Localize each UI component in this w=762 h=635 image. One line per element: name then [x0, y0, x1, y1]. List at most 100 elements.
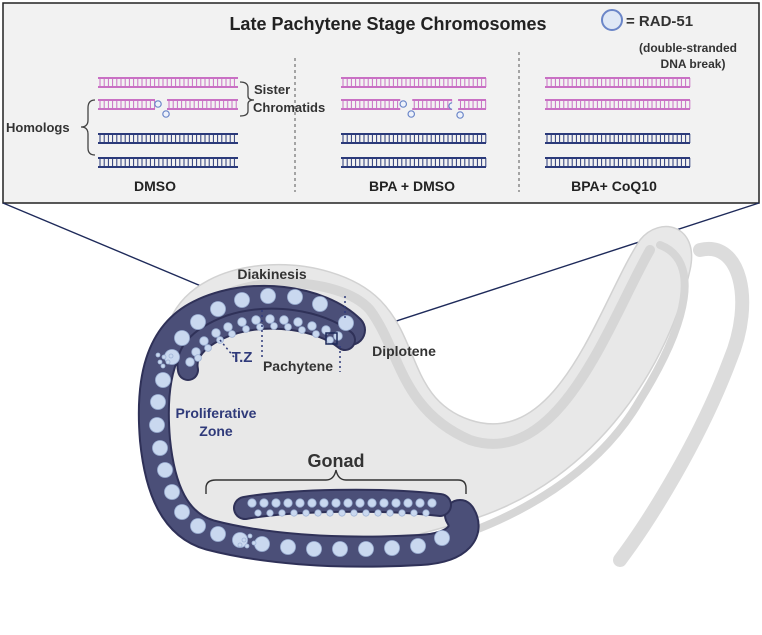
- homologs-bracket: [80, 99, 96, 156]
- nucleus: [265, 314, 275, 324]
- nucleus: [367, 498, 377, 508]
- rad51-circle-icon: [601, 9, 623, 31]
- nucleus: [165, 359, 171, 365]
- nucleus: [223, 322, 233, 332]
- nucleus: [287, 289, 303, 305]
- legend-desc-line1: (double-stranded: [639, 41, 737, 55]
- nucleus: [280, 539, 296, 555]
- nucleus: [379, 498, 389, 508]
- rad51-focus: [154, 100, 162, 108]
- nucleus: [295, 498, 305, 508]
- label-proliferative-1: Proliferative: [176, 405, 257, 421]
- chromosome-layer: [98, 77, 691, 168]
- nucleus: [271, 498, 281, 508]
- sister-chromatid-broken: [98, 99, 156, 110]
- nucleus: [332, 541, 348, 557]
- nucleus: [326, 509, 334, 517]
- chromosome-panel-3: [545, 77, 691, 168]
- nucleus: [326, 336, 334, 344]
- nucleus: [254, 536, 270, 552]
- nucleus: [254, 509, 262, 517]
- nucleus: [283, 498, 293, 508]
- nucleus: [260, 288, 276, 304]
- legend-marker-label: = RAD-51: [626, 13, 693, 30]
- nucleus: [232, 532, 248, 548]
- nucleus: [237, 542, 243, 548]
- nucleus: [160, 363, 166, 369]
- nucleus: [199, 336, 209, 346]
- label-diplotene: Diplotene: [372, 343, 436, 359]
- nucleus: [403, 498, 413, 508]
- homolog-chromatid: [98, 133, 238, 144]
- nucleus: [251, 540, 257, 546]
- nucleus: [284, 323, 292, 331]
- nucleus: [306, 541, 322, 557]
- nucleus: [312, 296, 328, 312]
- nucleus: [307, 321, 317, 331]
- nucleus: [331, 498, 341, 508]
- panel-title: Late Pachytene Stage Chromosomes: [229, 14, 546, 34]
- nucleus: [194, 354, 202, 362]
- nucleus: [190, 314, 206, 330]
- rad51-focus: [162, 110, 170, 118]
- label-proliferative-2: Zone: [199, 423, 233, 439]
- label-tz: T.Z: [232, 349, 253, 366]
- nucleus: [410, 538, 426, 554]
- rad51-focus: [456, 111, 464, 119]
- chromosome-panel-1: [98, 77, 238, 168]
- nucleus: [155, 352, 161, 358]
- gonad-bracket: [205, 469, 467, 494]
- nucleus: [157, 359, 163, 365]
- nucleus: [384, 540, 400, 556]
- nucleus: [302, 509, 310, 517]
- nucleus: [427, 498, 437, 508]
- nucleus: [247, 498, 257, 508]
- nucleus: [266, 509, 274, 517]
- zoom-box: [325, 332, 338, 345]
- nucleus: [210, 301, 226, 317]
- nucleus: [434, 530, 450, 546]
- nucleus: [338, 509, 346, 517]
- homolog-chromatid: [545, 157, 691, 168]
- gonad: [137, 284, 480, 568]
- panel-label-bpa-coq10: BPA+ CoQ10: [571, 178, 657, 194]
- nucleus: [244, 543, 250, 549]
- legend-desc-line2: DNA break): [661, 57, 726, 71]
- nucleus: [234, 292, 250, 308]
- homolog-chromatid: [545, 133, 691, 144]
- panel-label-dmso: DMSO: [134, 178, 176, 194]
- sister-chromatid: [545, 77, 691, 88]
- rad51-focus: [399, 100, 408, 108]
- sister-chromatid: [545, 99, 691, 110]
- nucleus: [422, 509, 430, 517]
- homolog-chromatid: [341, 133, 487, 144]
- sister-chromatid-broken: [341, 99, 401, 110]
- nucleus: [410, 509, 418, 517]
- nucleus: [241, 537, 247, 543]
- panel-label-bpa-dmso: BPA + DMSO: [369, 178, 455, 194]
- sister-label-line1: Sister: [254, 82, 290, 97]
- nucleus: [210, 526, 226, 542]
- nucleus: [355, 498, 365, 508]
- nucleus: [164, 484, 180, 500]
- nucleus: [228, 330, 236, 338]
- nucleus: [374, 509, 382, 517]
- nucleus: [242, 325, 250, 333]
- nucleus: [168, 353, 174, 359]
- nucleus: [150, 394, 166, 410]
- label-pachytene: Pachytene: [263, 358, 333, 374]
- homolog-chromatid: [341, 157, 487, 168]
- nucleus: [161, 354, 167, 360]
- nucleus: [270, 322, 278, 330]
- nucleus: [343, 498, 353, 508]
- nucleus: [362, 509, 370, 517]
- label-diakinesis: Diakinesis: [237, 266, 306, 282]
- nucleus: [152, 440, 168, 456]
- zoom-line-right: [337, 202, 760, 341]
- nucleus: [279, 315, 289, 325]
- nucleus: [298, 326, 306, 334]
- label-gonad: Gonad: [308, 451, 365, 471]
- sister-chromatid-broken: [412, 99, 487, 110]
- homologs-label: Homologs: [6, 120, 70, 135]
- nucleus: [204, 344, 212, 352]
